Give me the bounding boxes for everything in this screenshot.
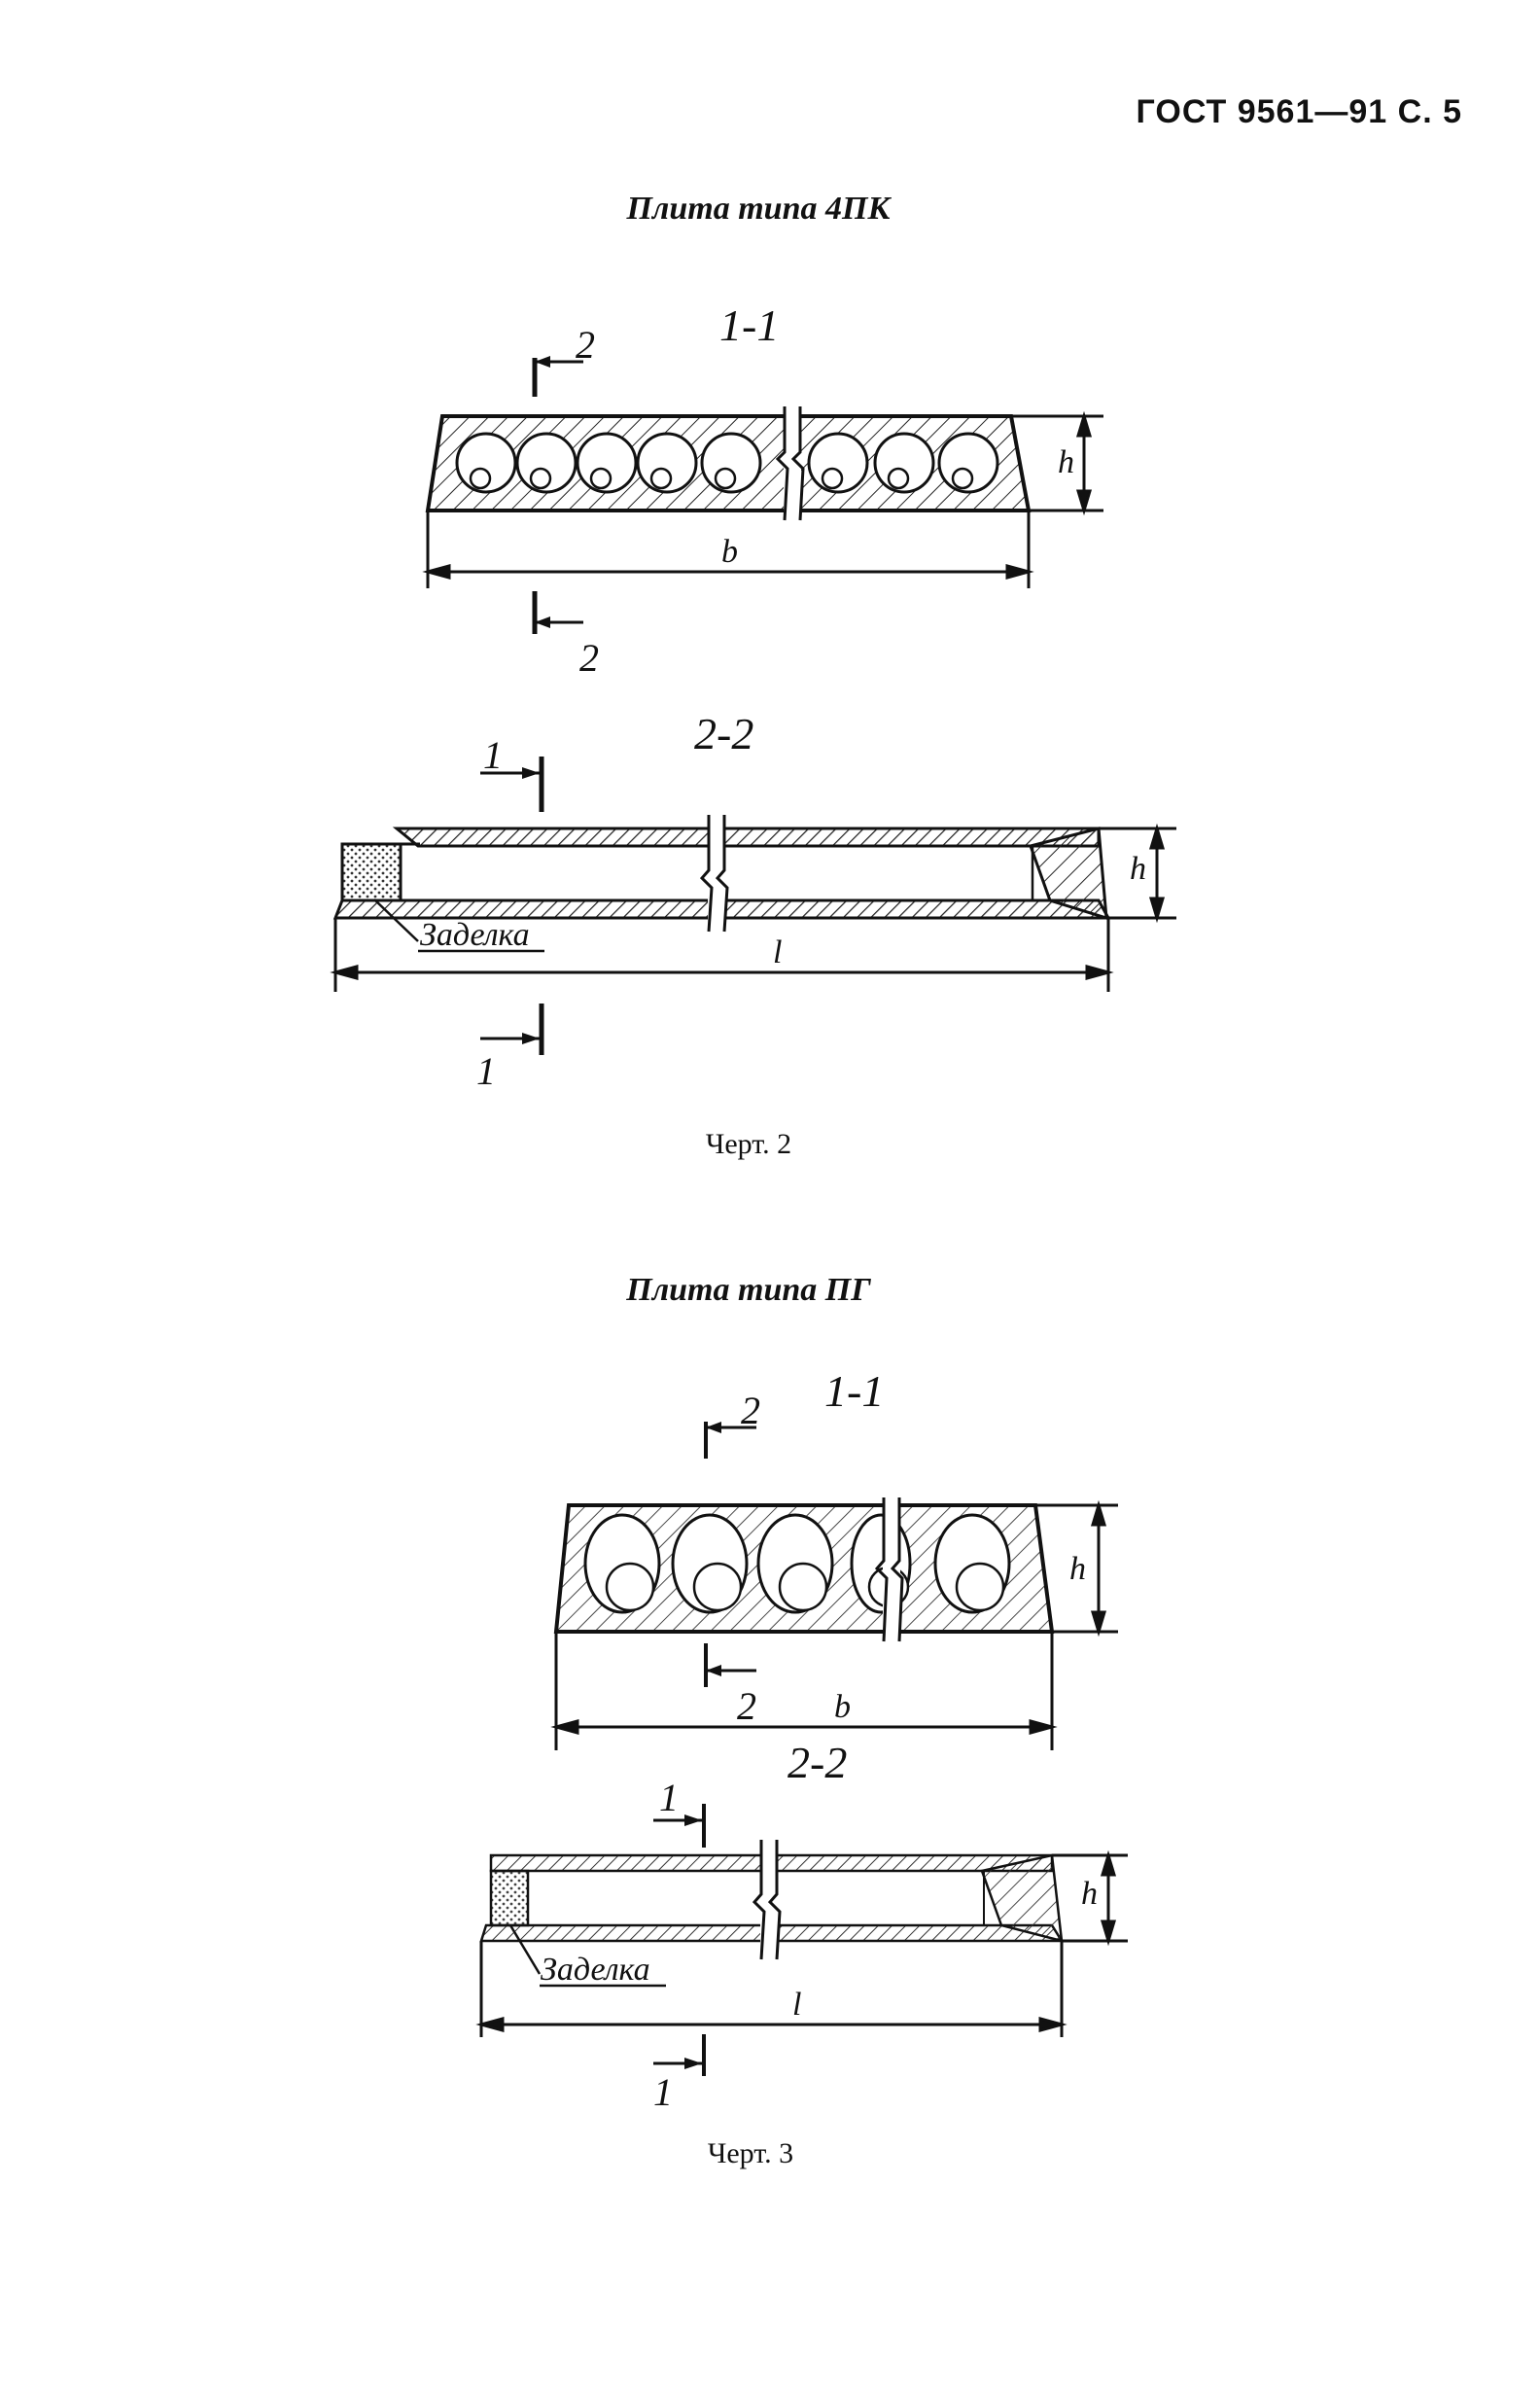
fig2-caption: Черт. 2 bbox=[705, 1128, 792, 1160]
fig3-cut-mark-1-bottom bbox=[653, 2034, 706, 2076]
fig3-cut-mark-1-top-label: 1 bbox=[659, 1776, 679, 1819]
fig3-cut-mark-bottom-label: 2 bbox=[737, 1684, 756, 1728]
fig2-dim-h-top bbox=[1011, 410, 1103, 516]
fig2-dim-b bbox=[422, 511, 1034, 588]
fig2-dim-h-bottom-label: h bbox=[1130, 851, 1146, 887]
fig2-dim-l-label: l bbox=[773, 934, 782, 970]
fig2-cut-mark-1-top bbox=[480, 757, 544, 812]
fig3-dim-h-top bbox=[1035, 1499, 1118, 1638]
fig2-cut-mark-1-top-label: 1 bbox=[483, 733, 503, 777]
fig2-longitudinal-section bbox=[332, 812, 1111, 953]
fig3-dim-l-label: l bbox=[792, 1987, 801, 2023]
fig3-cut-mark-1-bottom-label: 1 bbox=[653, 2070, 673, 2114]
fig2-seal-label: Заделка bbox=[420, 917, 530, 953]
fig2-section-1-1-label: 1-1 bbox=[719, 300, 779, 350]
fig3-cross-section bbox=[553, 1496, 1055, 1643]
fig3-dim-b-label: b bbox=[834, 1689, 851, 1725]
fig2-section-2-2-label: 2-2 bbox=[694, 709, 753, 758]
fig2-cut-mark-bottom-label: 2 bbox=[579, 636, 599, 680]
fig2-cross-section bbox=[425, 404, 1032, 525]
fig2-cut-mark-top bbox=[532, 356, 583, 397]
fig2-dim-l bbox=[330, 918, 1114, 992]
fig3-section-1-1-label: 1-1 bbox=[824, 1366, 884, 1416]
fig2-cut-mark-bottom bbox=[532, 591, 583, 634]
fig2-title: Плита типа 4ПК bbox=[626, 191, 891, 227]
fig3-section-2-2-label: 2-2 bbox=[788, 1738, 847, 1787]
fig2-cut-mark-1-bottom-label: 1 bbox=[476, 1049, 496, 1093]
fig2-dim-h-top-label: h bbox=[1058, 444, 1074, 480]
fig3-drawing: 1-1 2 h bbox=[475, 1366, 1128, 2114]
fig3-seal-label: Заделка bbox=[541, 1952, 650, 1988]
fig3-cut-mark-top-label: 2 bbox=[741, 1389, 760, 1432]
fig3-dim-b bbox=[550, 1632, 1058, 1750]
fig3-caption: Черт. 3 bbox=[707, 2137, 794, 2169]
fig2-dim-h-bottom bbox=[1099, 823, 1176, 924]
fig3-dim-l bbox=[475, 1941, 1068, 2037]
fig2-cut-mark-top-label: 2 bbox=[576, 323, 595, 367]
fig3-cut-mark-1-top bbox=[653, 1804, 706, 1848]
fig3-cut-mark-top bbox=[704, 1422, 756, 1459]
fig3-title: Плита типа ПГ bbox=[626, 1272, 871, 1308]
page-header: ГОСТ 9561—91 С. 5 bbox=[1136, 93, 1462, 130]
fig3-dim-h-bottom-label: h bbox=[1081, 1876, 1098, 1912]
fig3-dim-h-top-label: h bbox=[1069, 1551, 1086, 1587]
fig3-cut-mark-bottom bbox=[704, 1643, 756, 1687]
fig3-dim-h-bottom bbox=[1052, 1849, 1128, 1947]
fig2-dim-b-label: b bbox=[721, 534, 738, 570]
fig2-drawing: 1-1 2 bbox=[330, 300, 1176, 1093]
fig2-cut-mark-1-bottom bbox=[480, 1004, 544, 1055]
